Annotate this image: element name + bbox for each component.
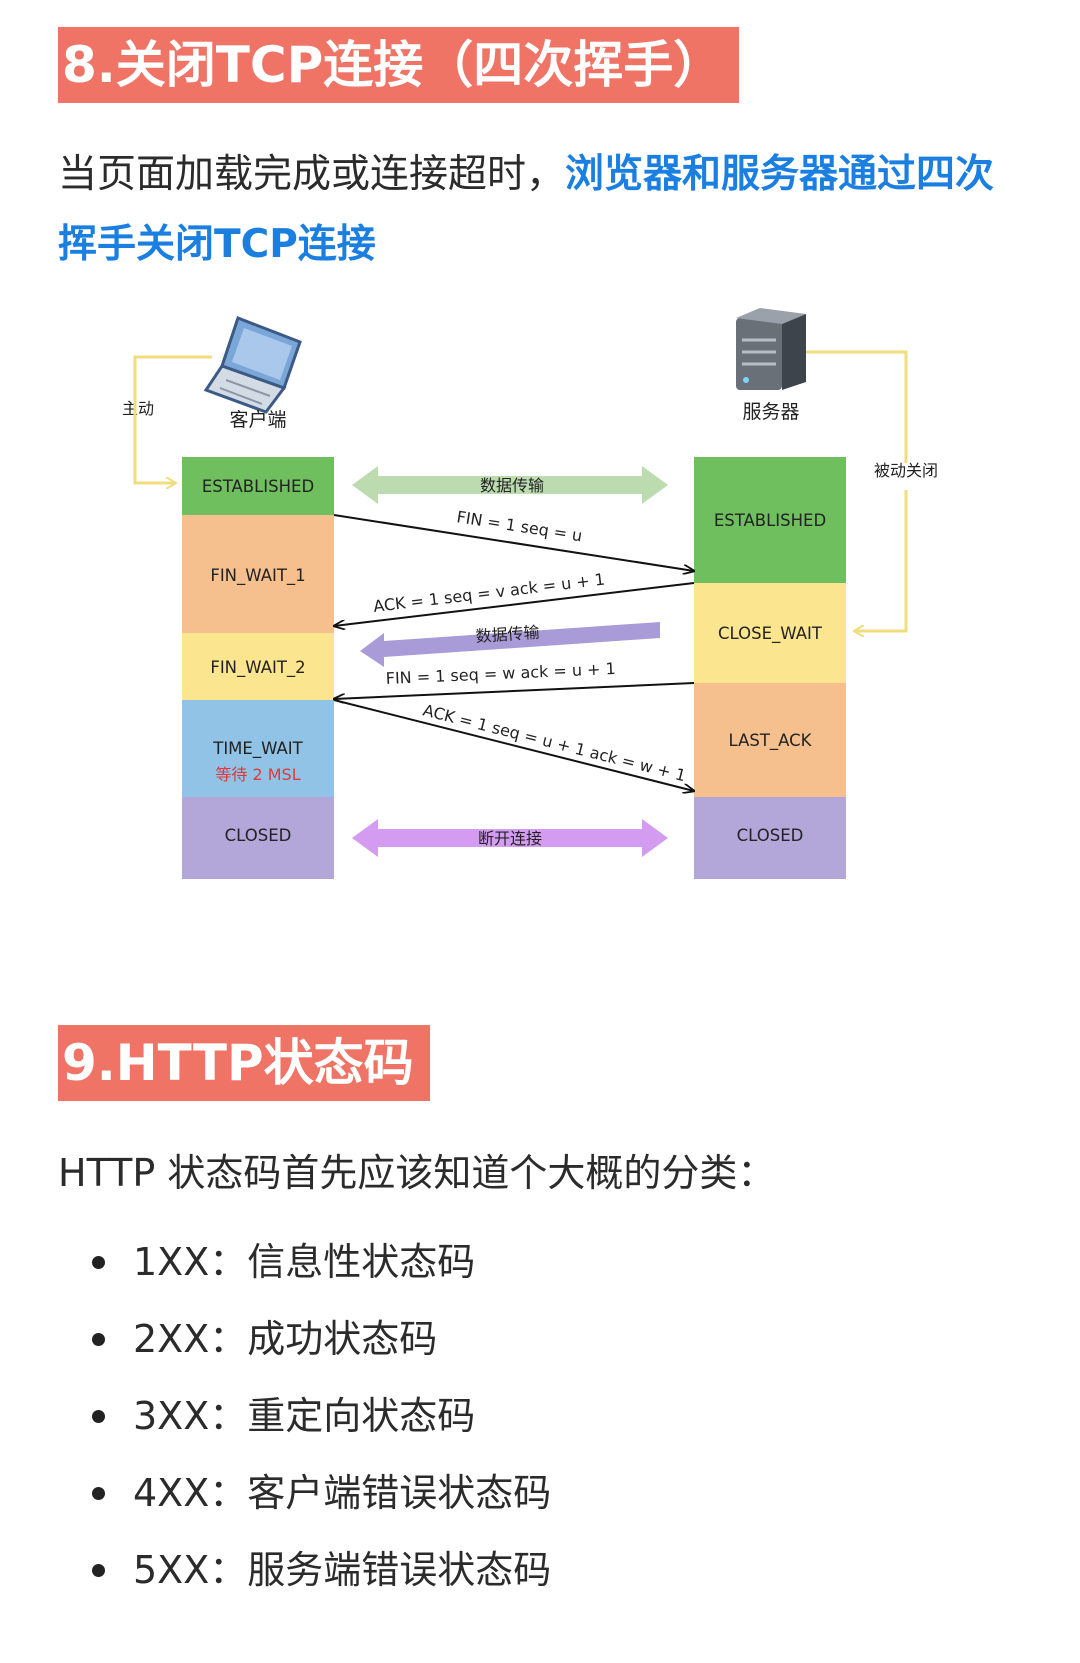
status-item-text: 5XX：服务端错误状态码 (133, 1548, 552, 1592)
client-state-label: CLOSED (225, 826, 292, 845)
message-arrow-ack-1 (334, 582, 695, 626)
bullet-icon (92, 1410, 105, 1423)
time-wait-note: 等待 2 MSL (215, 765, 300, 784)
data-transfer-label-2: 数据传输 (475, 623, 540, 646)
server-state-label: CLOSED (737, 826, 804, 845)
client-state-closed (182, 797, 334, 879)
status-item-text: 1XX：信息性状态码 (133, 1240, 476, 1284)
active-label: 主动 (122, 399, 154, 418)
bullet-icon (92, 1564, 105, 1577)
list-item: 5XX：服务端错误状态码 (92, 1540, 551, 1600)
status-item-text: 2XX：成功状态码 (133, 1317, 438, 1361)
intro-highlight-text: 浏览器和服务器通过四次挥手关闭TCP连接 (58, 152, 995, 267)
server-state-close-wait (694, 583, 846, 683)
message-label: ACK = 1 seq = u + 1 ack = w + 1 (421, 700, 688, 785)
client-state-label: FIN_WAIT_1 (210, 566, 305, 586)
list-item: 4XX：客户端错误状态码 (92, 1463, 551, 1523)
bullet-icon (92, 1256, 105, 1269)
client-state-established (182, 457, 334, 515)
active-connector (133, 355, 212, 483)
client-state-fin-wait-1 (182, 515, 334, 633)
server-state-label: ESTABLISHED (714, 511, 826, 530)
client-state-label: FIN_WAIT_2 (210, 658, 305, 678)
laptop-icon (203, 316, 302, 414)
server-icon (736, 308, 806, 390)
disconnect-label: 断开连接 (478, 829, 542, 848)
message-arrow-fin-1 (333, 514, 694, 571)
server-state-closed (694, 797, 846, 879)
client-state-label: ESTABLISHED (202, 477, 314, 496)
client-state-label: TIME_WAIT (212, 739, 303, 759)
server-state-column: ESTABLISHED CLOSE_WAIT LAST_ACK CLOSED (694, 457, 846, 879)
message-label: FIN = 1 seq = u (455, 507, 583, 545)
message-arrow-fin-2 (334, 682, 695, 699)
data-transfer-arrow-2 (360, 622, 660, 667)
bullet-icon (92, 1487, 105, 1500)
data-transfer-label: 数据传输 (480, 476, 544, 495)
client-label: 客户端 (229, 409, 286, 431)
status-item-text: 3XX：重定向状态码 (133, 1394, 476, 1438)
intro-plain-text: 当页面加载完成或连接超时， (58, 152, 566, 197)
list-item: 3XX：重定向状态码 (92, 1386, 475, 1446)
status-intro: HTTP 状态码首先应该知道个大概的分类： (58, 1151, 776, 1195)
section-heading-tcp-close: 8.关闭TCP连接（四次挥手） (58, 27, 740, 103)
client-state-column: ESTABLISHED FIN_WAIT_1 FIN_WAIT_2 TIME_W… (182, 457, 334, 879)
message-arrow-ack-2 (333, 699, 694, 791)
client-state-time-wait (182, 700, 334, 797)
list-item: 1XX：信息性状态码 (92, 1232, 475, 1292)
passive-connector-top (806, 350, 908, 463)
message-label: FIN = 1 seq = w ack = u + 1 (385, 659, 616, 688)
client-state-fin-wait-2 (182, 633, 334, 700)
message-label: ACK = 1 seq = v ack = u + 1 (372, 570, 606, 616)
data-transfer-arrow (352, 466, 668, 504)
server-label: 服务器 (742, 401, 799, 423)
server-state-label: LAST_ACK (729, 731, 813, 751)
disconnect-arrow (352, 819, 668, 857)
passive-label: 被动关闭 (874, 461, 938, 480)
section-heading-http-status: 9.HTTP状态码 (58, 1025, 430, 1101)
list-item: 2XX：成功状态码 (92, 1309, 437, 1369)
bullet-icon (92, 1333, 105, 1346)
status-item-text: 4XX：客户端错误状态码 (133, 1471, 552, 1515)
intro-paragraph: 当页面加载完成或连接超时，浏览器和服务器通过四次挥手关闭TCP连接 (58, 140, 1018, 280)
server-state-established (694, 457, 846, 583)
server-state-last-ack (694, 683, 846, 797)
server-state-label: CLOSE_WAIT (718, 624, 823, 644)
four-way-handshake-diagram: 客户端 服务器 主动 被动关闭 ESTABLISHED FIN_WAIT_1 F… (122, 308, 938, 879)
passive-connector-bottom (854, 490, 908, 631)
